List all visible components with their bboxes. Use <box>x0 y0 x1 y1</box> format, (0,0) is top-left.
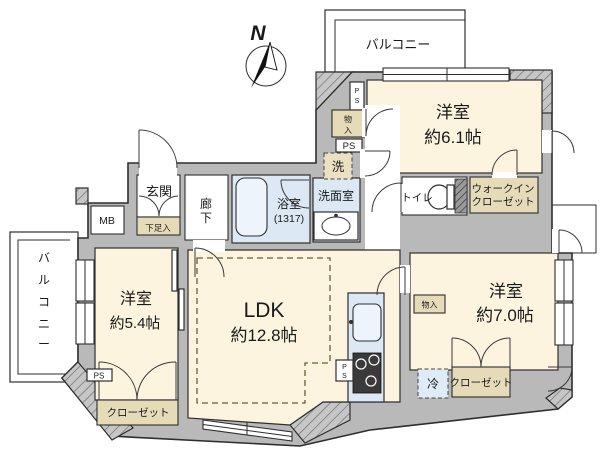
balcony-left: バ ル コ ニ ー <box>9 231 79 383</box>
washer-label: 洗 <box>332 160 345 174</box>
hallway-upper <box>365 105 400 253</box>
ps-box <box>335 138 363 153</box>
shoe-box-label: 下足入 <box>145 223 171 233</box>
closet-left <box>96 399 179 426</box>
north-label: N <box>250 22 266 45</box>
bedroom-6-1-size: 約6.1帖 <box>424 128 482 147</box>
chamfer-bottom-right <box>545 387 573 410</box>
bath-label: 浴室 <box>277 196 301 211</box>
ldk-size: 約12.8帖 <box>230 326 297 345</box>
svg-text:コ: コ <box>38 295 50 309</box>
closet-left-label: クローゼット <box>107 407 170 419</box>
washbasin-icon <box>313 211 359 241</box>
svg-text:S: S <box>355 98 360 105</box>
kitchen-sink-icon <box>349 303 382 342</box>
svg-text:P: P <box>355 88 360 95</box>
svg-text:物入: 物入 <box>422 300 438 310</box>
sliding-door <box>171 249 178 292</box>
svg-text:S: S <box>342 373 347 380</box>
wic-label-1: ウォークイン <box>472 183 535 195</box>
ps-kitchen <box>335 359 354 382</box>
meter-box <box>90 205 125 235</box>
meter-box-label: MB <box>99 215 115 227</box>
bedroom-7-0-size: 約7.0帖 <box>476 306 534 325</box>
room-corridor <box>184 174 229 241</box>
stove-icon <box>352 352 382 394</box>
balcony-top-label: バルコニー <box>366 37 431 52</box>
ps-small <box>86 368 113 382</box>
storage-right <box>413 294 446 314</box>
doors <box>98 108 597 401</box>
chamfer-top <box>315 71 354 112</box>
svg-text:PS: PS <box>343 141 356 152</box>
bedroom-5-4-size: 約5.4帖 <box>110 315 161 332</box>
washroom-label: 洗面室 <box>318 188 354 203</box>
ps-strip <box>349 81 365 111</box>
svg-text:下: 下 <box>200 211 212 225</box>
wic-label-2: クローゼット <box>472 196 535 208</box>
bathtub-icon <box>235 177 268 237</box>
wall-stub-mb <box>75 187 89 205</box>
svg-text:物: 物 <box>344 114 352 124</box>
svg-text:入: 入 <box>344 126 352 135</box>
toilet-label: トイレ <box>401 192 433 204</box>
bath-size-label: (1317) <box>274 213 304 225</box>
toilet-icon <box>427 178 468 214</box>
entrance-label: 玄関 <box>146 184 172 199</box>
svg-text:ー: ー <box>38 337 50 351</box>
corridor-label: 廊 <box>200 196 212 211</box>
svg-text:ル: ル <box>38 273 50 287</box>
balcony-left-label: バ ル コ ニ ー <box>38 251 50 351</box>
bedroom-6-1-name: 洋室 <box>436 103 470 122</box>
storage-top <box>331 109 365 138</box>
windows <box>75 67 574 442</box>
fridge-label: 冷 <box>427 377 439 391</box>
ldk-name: LDK <box>244 299 285 322</box>
room-walk-in-closet <box>469 176 539 214</box>
bedroom-5-4-name: 洋室 <box>120 290 152 308</box>
fridge-space <box>417 368 449 399</box>
washer-space <box>323 152 353 180</box>
north-arrow-icon: N <box>245 22 287 88</box>
svg-text:バ: バ <box>38 251 50 265</box>
closet-right-label: クローゼット <box>450 377 513 389</box>
svg-text:PS: PS <box>94 372 105 381</box>
shoe-box <box>136 216 181 236</box>
ldk-dashed-area <box>196 257 331 404</box>
svg-text:ニ: ニ <box>38 317 50 331</box>
closet-right <box>451 366 511 398</box>
bedroom-7-0-name: 洋室 <box>489 282 523 301</box>
balcony-top: バルコニー <box>324 9 466 73</box>
svg-text:P: P <box>342 364 347 371</box>
